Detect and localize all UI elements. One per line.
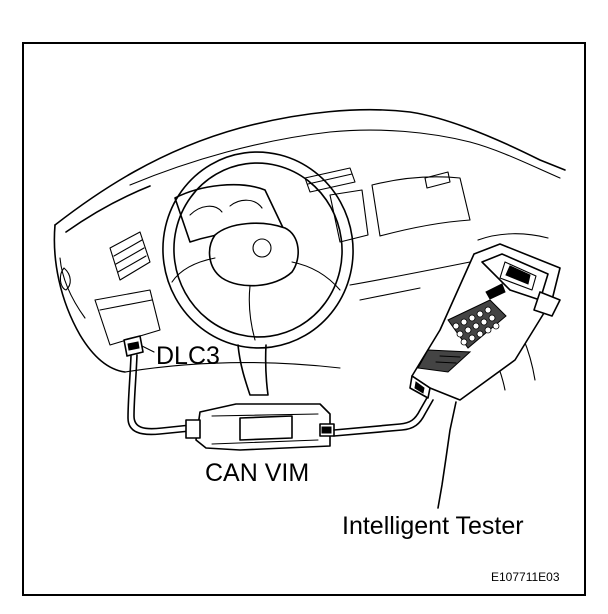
dlc3-label: DLC3 — [156, 342, 220, 370]
intelligent-tester-label: Intelligent Tester — [342, 512, 524, 540]
can-vim-label: CAN VIM — [205, 459, 310, 487]
dlc3-cable — [123, 335, 201, 436]
tester-cable — [333, 395, 434, 437]
dlc3-leader-line — [141, 345, 155, 353]
steering-wheel — [162, 151, 354, 396]
can-vim-module — [185, 403, 335, 451]
figure-code: E107711E03 — [491, 570, 560, 584]
intelligent-tester — [409, 243, 561, 509]
